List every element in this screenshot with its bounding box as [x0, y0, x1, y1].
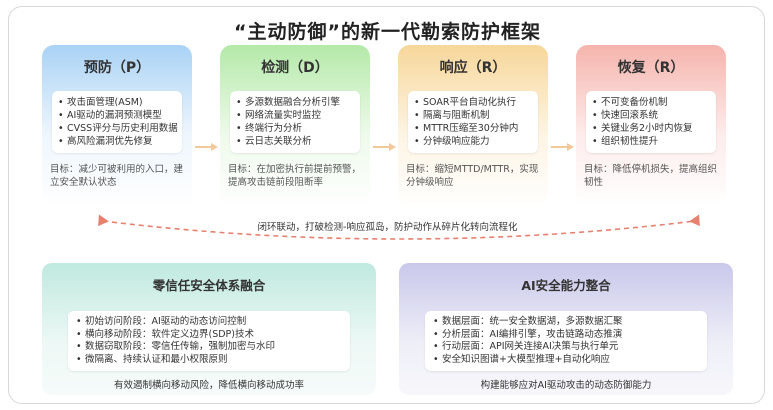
phase-item-list: SOAR平台自动化执行 隔离与阻断机制 MTTR压缩至30分钟内 分钟级响应能力	[408, 91, 538, 153]
phase-item-list: 多源数据融合分析引擎 网络流量实时监控 终端行为分析 云日志关联分析	[230, 91, 360, 153]
panel-title: AI安全能力整合	[521, 278, 611, 293]
list-item: 关键业务2小时内恢复	[592, 122, 710, 135]
list-item: 高风险漏洞优先修复	[58, 135, 176, 148]
list-item: 组织韧性提升	[592, 135, 710, 148]
ai-capability-panel: AI安全能力整合 数据层面：统一安全数据湖，多源数据汇聚 分析层面：AI编排引擎…	[399, 263, 733, 395]
list-item: 攻击面管理(ASM)	[58, 96, 176, 109]
list-item: AI驱动的漏洞预测模型	[58, 109, 176, 122]
phase-item-list: 攻击面管理(ASM) AI驱动的漏洞预测模型 CVSS评分与历史利用数据 高风险…	[52, 91, 182, 153]
zero-trust-panel: 零信任安全体系融合 初始访问阶段：AI驱动的动态访问控制 横向移动阶段：软件定义…	[42, 263, 376, 395]
phase-goal: 目标：在加密执行前提前预警，提高攻击链前段阻断率	[228, 164, 362, 188]
framework-card: “主动防御”的新一代勒索防护框架 预防（P） 攻击面管理(ASM) AI驱动的漏…	[8, 6, 765, 404]
list-item: 初始访问阶段：AI驱动的动态访问控制	[76, 316, 342, 329]
list-item: CVSS评分与历史利用数据	[58, 122, 178, 135]
list-item: 网络流量实时监控	[236, 109, 354, 122]
list-item: 分析层面：AI编排引擎，攻击链路动态推演	[433, 329, 699, 342]
list-item: 终端行为分析	[236, 122, 354, 135]
list-item: MTTR压缩至30分钟内	[414, 122, 532, 135]
list-item: 分钟级响应能力	[414, 135, 532, 148]
list-item: 隔离与阻断机制	[414, 109, 532, 122]
phase-title: 检测（D）	[261, 60, 329, 76]
list-item: 安全知识图谱+大模型推理+自动化响应	[433, 354, 699, 367]
list-item: 横向移动阶段：软件定义边界(SDP)技术	[76, 329, 342, 342]
closed-loop-arrow-icon	[98, 214, 700, 240]
phase-goal: 目标：减少可被利用的入口，建立安全默认状态	[50, 164, 184, 188]
list-item: 数据层面：统一安全数据湖，多源数据汇聚	[433, 316, 699, 329]
loop-caption: 闭环联动，打破检测-响应孤岛，防护动作从碎片化转向流程化	[257, 222, 518, 233]
panel-goal: 构建能够应对AI驱动攻击的动态防御能力	[480, 380, 652, 391]
arrow-right-icon	[551, 143, 574, 151]
phase-card-detect: 检测（D） 多源数据融合分析引擎 网络流量实时监控 终端行为分析 云日志关联分析…	[220, 45, 370, 207]
page-title: “主动防御”的新一代勒索防护框架	[234, 21, 541, 43]
panel-item-list: 初始访问阶段：AI驱动的动态访问控制 横向移动阶段：软件定义边界(SDP)技术 …	[68, 311, 350, 371]
list-item: 不可变备份机制	[592, 96, 710, 109]
list-item: 多源数据融合分析引擎	[236, 96, 354, 109]
list-item: 云日志关联分析	[236, 135, 354, 148]
arrow-right-icon	[373, 143, 396, 151]
arrow-right-icon	[195, 143, 218, 151]
panel-item-list: 数据层面：统一安全数据湖，多源数据汇聚 分析层面：AI编排引擎，攻击链路动态推演…	[425, 311, 707, 371]
list-item: 快速回滚系统	[592, 109, 710, 122]
phase-goal: 目标：降低停机损失，提高组织韧性	[584, 164, 718, 188]
list-item: 数据窃取阶段：零信任传输，强制加密与水印	[76, 341, 342, 354]
panel-goal: 有效遏制横向移动风险，降低横向移动成功率	[113, 380, 304, 391]
list-item: 行动层面：API网关连接AI决策与执行单元	[433, 341, 699, 354]
phase-item-list: 不可变备份机制 快速回滚系统 关键业务2小时内恢复 组织韧性提升	[586, 91, 716, 153]
phase-card-prevent: 预防（P） 攻击面管理(ASM) AI驱动的漏洞预测模型 CVSS评分与历史利用…	[42, 45, 192, 207]
phase-card-respond: 响应（R） SOAR平台自动化执行 隔离与阻断机制 MTTR压缩至30分钟内 分…	[398, 45, 548, 207]
list-item: SOAR平台自动化执行	[414, 96, 532, 109]
phase-card-recover: 恢复（R） 不可变备份机制 快速回滚系统 关键业务2小时内恢复 组织韧性提升 目…	[576, 45, 726, 207]
panel-title: 零信任安全体系融合	[152, 278, 266, 293]
phase-goal: 目标：缩短MTTD/MTTR，实现分钟级响应	[406, 164, 539, 188]
list-item: 微隔离、持续认证和最小权限原则	[76, 354, 342, 367]
phase-title: 响应（R）	[439, 60, 507, 76]
phase-title: 预防（P）	[83, 60, 151, 76]
phase-title: 恢复（R）	[617, 60, 685, 76]
